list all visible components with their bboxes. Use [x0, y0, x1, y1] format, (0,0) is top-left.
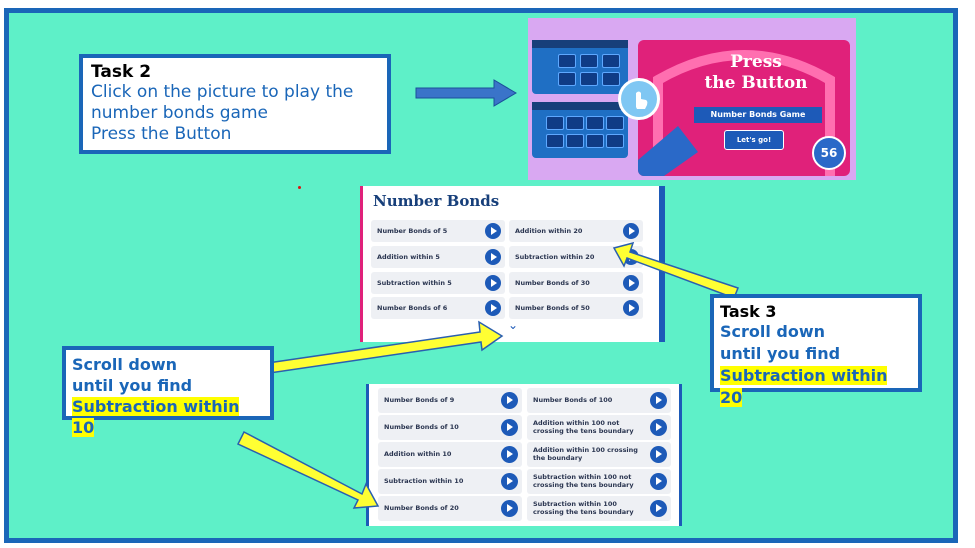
score-gauge: 56 — [812, 136, 846, 170]
task3-line-1: Scroll down — [720, 322, 826, 341]
tap-hand-icon — [618, 78, 660, 120]
list-item[interactable]: Subtraction within 5 — [371, 272, 505, 294]
list-item[interactable]: Addition within 100 not crossing the ten… — [527, 415, 671, 440]
play-icon — [623, 223, 639, 239]
list-item[interactable]: Number Bonds of 10 — [378, 415, 522, 440]
list-item[interactable]: Number Bonds of 100 — [527, 388, 671, 413]
chevron-down-icon[interactable]: ⌄ — [507, 318, 519, 332]
task3-title: Task 3 — [720, 302, 777, 321]
list-item[interactable]: Addition within 20 — [509, 220, 643, 242]
yellow-arrow-sub10 — [236, 430, 380, 509]
play-icon — [623, 300, 639, 316]
lets-go-button[interactable]: Let's go! — [724, 130, 784, 150]
task2-callout: Task 2 Click on the picture to play the … — [79, 54, 391, 154]
play-icon — [650, 446, 667, 463]
list-item[interactable]: Addition within 100 crossing the boundar… — [527, 442, 671, 467]
game-subtitle: Number Bonds Game — [694, 107, 822, 123]
play-icon — [485, 275, 501, 291]
task3-callout: Task 3 Scroll down until you find Subtra… — [710, 294, 922, 407]
task2-line-1: Click on the picture to play the — [91, 82, 354, 102]
play-icon — [501, 473, 518, 490]
task3-line-2: until you find — [720, 344, 841, 363]
play-icon — [501, 500, 518, 517]
task3-highlight: Subtraction within 20 — [720, 366, 888, 407]
play-icon — [501, 392, 518, 409]
game-title: Press the Button — [704, 52, 808, 93]
scroll10-highlight: Subtraction within 10 — [72, 397, 240, 437]
hammer-shape — [638, 126, 698, 176]
play-icon — [485, 300, 501, 316]
play-icon — [650, 392, 667, 409]
red-dot — [298, 186, 301, 189]
scroll10-line-2: until you find — [72, 376, 193, 395]
task2-line-3: Press the Button — [91, 124, 232, 144]
list-item[interactable]: Number Bonds of 50 — [509, 297, 643, 319]
play-icon — [623, 275, 639, 291]
number-bonds-list-bottom: Number Bonds of 9 Number Bonds of 100 Nu… — [366, 384, 682, 526]
press-the-button-game-thumbnail[interactable]: Press the Button Number Bonds Game Let's… — [528, 18, 856, 180]
task2-line-2: number bonds game — [91, 103, 268, 123]
game-preview-panel-1 — [532, 40, 628, 94]
arch-decoration — [638, 50, 835, 176]
play-icon — [650, 473, 667, 490]
play-icon — [650, 419, 667, 436]
task2-title: Task 2 — [91, 62, 152, 82]
list-item[interactable]: Addition within 5 — [371, 246, 505, 268]
list-item[interactable]: Subtraction within 100 not crossing the … — [527, 469, 671, 494]
list-item[interactable]: Subtraction within 10 — [378, 469, 522, 494]
list-item[interactable]: Number Bonds of 9 — [378, 388, 522, 413]
list-item[interactable]: Number Bonds of 6 — [371, 297, 505, 319]
blue-arrow — [415, 79, 517, 107]
list-item[interactable]: Subtraction within 100 crossing the tens… — [527, 496, 671, 521]
play-icon — [485, 249, 501, 265]
play-icon — [650, 500, 667, 517]
list-item[interactable]: Addition within 10 — [378, 442, 522, 467]
list-item[interactable]: Number Bonds of 5 — [371, 220, 505, 242]
scroll10-line-1: Scroll down — [72, 355, 178, 374]
yellow-arrow-task3 — [612, 241, 739, 299]
list-item[interactable]: Number Bonds of 20 — [378, 496, 522, 521]
panel-title: Number Bonds — [373, 192, 500, 210]
number-bonds-list-top: Number Bonds Number Bonds of 5 Addition … — [360, 186, 665, 342]
play-icon — [485, 223, 501, 239]
play-icon — [501, 419, 518, 436]
play-icon — [501, 446, 518, 463]
game-preview-panel-2 — [532, 102, 628, 158]
game-title-screen: Press the Button Number Bonds Game Let's… — [638, 40, 850, 176]
list-item[interactable]: Number Bonds of 30 — [509, 272, 643, 294]
subtraction-10-callout: Scroll down until you find Subtraction w… — [62, 346, 274, 437]
